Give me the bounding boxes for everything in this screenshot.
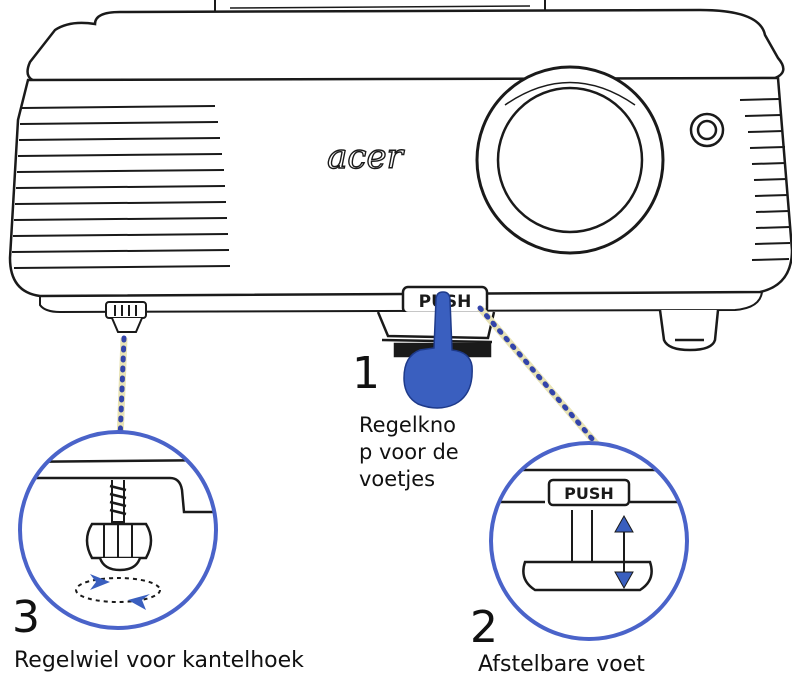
ir-sensor — [689, 112, 725, 148]
vent-grille-right — [739, 98, 791, 261]
callout-number-3: 3 — [12, 592, 40, 643]
svg-text:PUSH: PUSH — [564, 484, 614, 503]
callout-label-2: Afstelbare voet — [478, 652, 645, 677]
callout-label-1: Regelkno p voor de voetjes — [359, 413, 459, 491]
connector-line-2 — [477, 305, 603, 451]
callout-number-1: 1 — [352, 348, 380, 399]
rear-foot-right — [658, 309, 720, 352]
inset-adjustable-foot: PUSH — [489, 441, 689, 641]
tilt-wheel-small — [105, 301, 147, 333]
callout-number-2: 2 — [470, 602, 498, 653]
finger-press-icon — [403, 291, 473, 409]
inset-push-button: PUSH — [547, 478, 631, 507]
callout-label-3: Regelwiel voor kantelhoek — [14, 648, 304, 673]
connector-line-3 — [116, 335, 128, 443]
up-down-arrow-icon — [614, 514, 634, 590]
lens — [475, 65, 665, 255]
acer-logo: acer — [327, 137, 404, 177]
vent-grille-left — [11, 105, 231, 269]
rotate-arrow-left-icon — [128, 594, 150, 610]
rotate-arrow-right-icon — [90, 574, 110, 590]
inset-tilt-wheel — [18, 430, 218, 630]
